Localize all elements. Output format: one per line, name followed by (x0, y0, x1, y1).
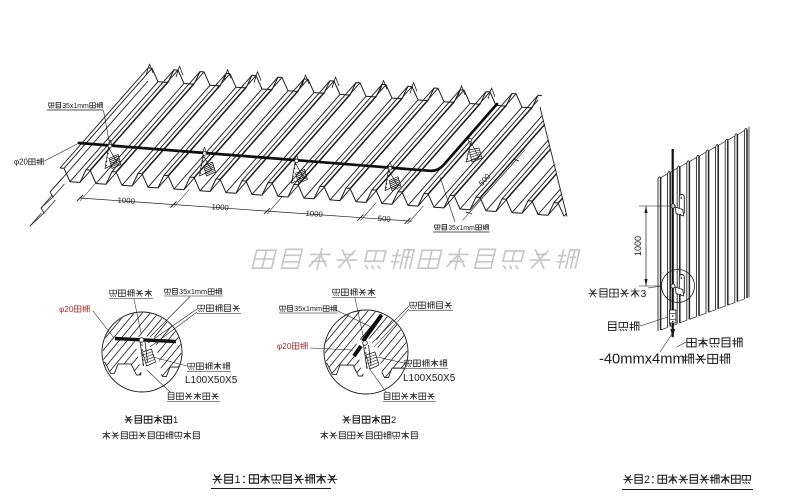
svg-text:1000: 1000 (211, 202, 230, 212)
svg-text:φ20: φ20 (59, 305, 74, 314)
svg-text:35x1mm: 35x1mm (62, 103, 89, 110)
svg-text:35x1mm: 35x1mm (294, 304, 322, 313)
svg-text:2: 2 (644, 474, 650, 486)
svg-text:2: 2 (391, 415, 396, 426)
svg-text:1: 1 (234, 474, 240, 486)
svg-text:-40mmx4mm: -40mmx4mm (599, 351, 685, 367)
svg-text:500: 500 (377, 214, 391, 224)
svg-text:1000: 1000 (117, 196, 136, 206)
svg-text:35x1mm: 35x1mm (179, 287, 207, 296)
svg-text:φ20: φ20 (14, 158, 28, 167)
svg-text:1: 1 (173, 415, 178, 426)
svg-text:1000: 1000 (305, 209, 324, 219)
svg-text:35x1mm: 35x1mm (448, 225, 475, 232)
svg-text:：: ： (650, 474, 661, 486)
svg-text:3: 3 (641, 288, 647, 300)
svg-text:φ20: φ20 (277, 342, 292, 351)
svg-text:L100X50X5: L100X50X5 (403, 373, 456, 384)
svg-text:1000: 1000 (633, 236, 643, 256)
svg-text:：: ： (241, 474, 252, 486)
svg-text:L100X50X5: L100X50X5 (185, 375, 238, 386)
